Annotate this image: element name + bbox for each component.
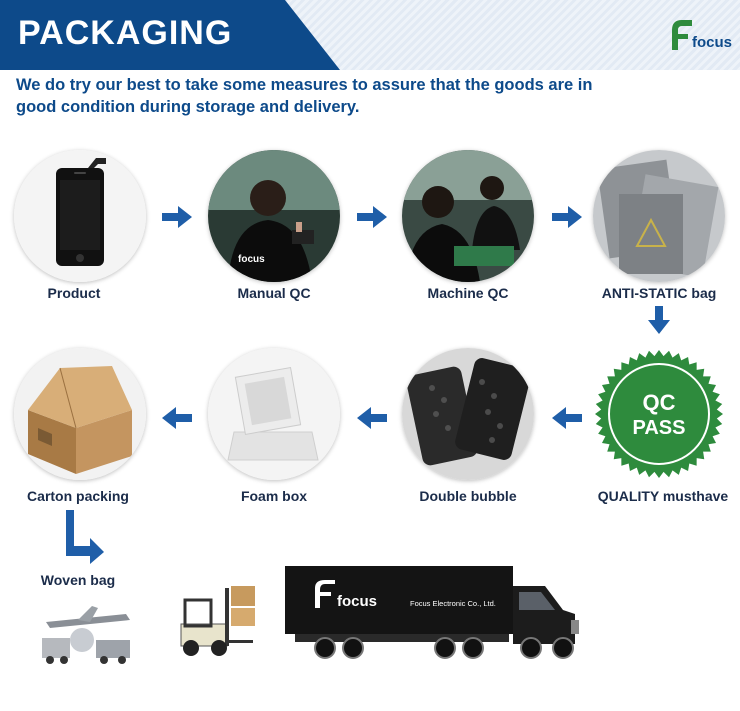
truck-brand-text: focus: [337, 593, 377, 610]
intro-line-1: We do try our best to take some measures…: [16, 76, 593, 94]
step-carton-packing-image: [14, 348, 146, 480]
step-double-bubble-image: [402, 348, 534, 480]
seal-text-bottom: PASS: [633, 417, 686, 439]
arrow-down-right-icon: [66, 510, 104, 564]
page-title: PACKAGING: [18, 14, 233, 52]
label-quality: QUALITY musthave: [597, 488, 729, 504]
truck-company-text: Focus Electronic Co., Ltd.: [410, 599, 496, 608]
step-product-image: [14, 150, 146, 282]
arrow-left-icon: [552, 407, 582, 429]
header-bar: PACKAGING focus: [0, 0, 740, 70]
arrow-right-icon: [162, 206, 192, 228]
brand-name: focus: [692, 34, 733, 51]
logistics-image: [38, 600, 134, 668]
arrow-right-icon: [552, 206, 582, 228]
label-manual-qc: Manual QC: [237, 285, 311, 301]
title-banner: PACKAGING: [0, 0, 340, 70]
label-woven-bag: Woven bag: [40, 572, 116, 588]
focus-logo-icon: [672, 20, 692, 50]
seal-text-top: QC: [643, 390, 676, 415]
label-anti-static-bag: ANTI-STATIC bag: [601, 285, 717, 301]
step-machine-qc-image: [402, 150, 534, 282]
step-anti-static-bag-image: [593, 150, 725, 282]
arrow-right-icon: [357, 206, 387, 228]
intro-line-2: good condition during storage and delive…: [16, 98, 360, 116]
arrow-left-icon: [162, 407, 192, 429]
step-qc-pass-seal: QC PASS: [593, 348, 725, 480]
arrow-left-icon: [357, 407, 387, 429]
label-machine-qc: Machine QC: [427, 285, 509, 301]
delivery-truck-image: focus Focus Electronic Co., Ltd.: [175, 560, 595, 665]
arrow-down-icon: [648, 306, 670, 334]
shirt-logo-text: focus: [238, 254, 265, 265]
label-product: Product: [47, 285, 101, 301]
step-foam-box-image: [208, 348, 340, 480]
qc-pass-seal-icon: QC PASS: [595, 350, 723, 478]
label-double-bubble: Double bubble: [419, 488, 517, 504]
intro-text: We do try our best to take some measures…: [16, 74, 716, 118]
label-foam-box: Foam box: [240, 488, 308, 504]
brand-logo: focus: [668, 16, 733, 56]
label-carton-packing: Carton packing: [27, 488, 129, 504]
step-manual-qc-image: focus: [208, 150, 340, 282]
